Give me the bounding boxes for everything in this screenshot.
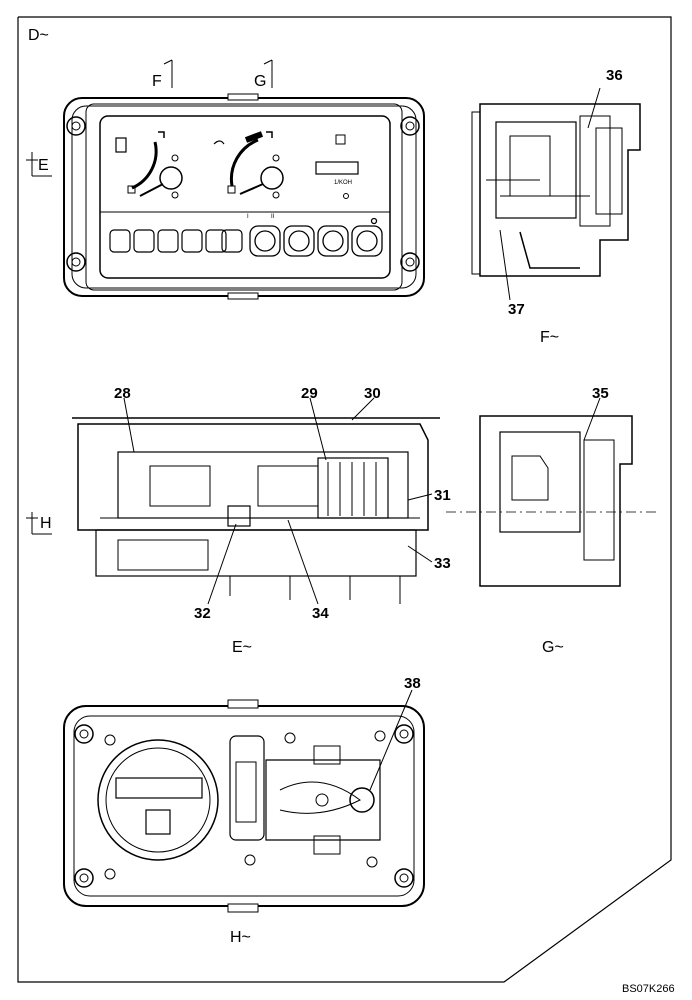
view-h-label: H~	[230, 929, 251, 946]
svg-text:1/KOH: 1/KOH	[334, 180, 352, 186]
round-connector	[97, 739, 219, 861]
view-g-label: G~	[542, 639, 564, 656]
svg-text:II: II	[271, 214, 275, 220]
callout-31: 31	[434, 487, 451, 504]
view-f: 36 37 F~	[471, 67, 641, 346]
callout-34: 34	[312, 605, 329, 622]
view-g: 35 G~	[446, 385, 660, 656]
svg-text:G: G	[254, 73, 266, 90]
svg-text:F: F	[152, 73, 162, 90]
temperature-gauge	[213, 131, 284, 199]
arrow-h: H	[26, 512, 52, 535]
svg-text:H: H	[40, 515, 52, 532]
sheet-border	[17, 16, 672, 983]
view-e: H 28 29 30 31 32 33 34 E~	[26, 385, 451, 656]
view-f-label: F~	[540, 329, 559, 346]
callout-30: 30	[364, 385, 381, 402]
callout-35: 35	[592, 385, 609, 402]
corner-screws	[66, 116, 420, 272]
circuit-board	[265, 745, 381, 855]
view-d-label: D~	[28, 27, 49, 44]
arrow-e: E	[26, 152, 52, 177]
callout-37: 37	[508, 301, 525, 318]
view-e-label: E~	[232, 639, 252, 656]
coolant-icon	[213, 140, 225, 145]
callout-36: 36	[606, 67, 623, 84]
arrow-g: G	[254, 59, 273, 90]
view-h: 38 H~	[63, 675, 425, 946]
callout-38: 38	[404, 675, 421, 692]
callout-29: 29	[301, 385, 318, 402]
rear-screws	[74, 724, 414, 888]
drawing-code: BS07K266	[622, 983, 675, 995]
round-switch-row	[249, 217, 383, 257]
callout-33: 33	[434, 555, 451, 572]
svg-text:E: E	[38, 157, 49, 174]
callout-32: 32	[194, 605, 211, 622]
svg-text:I: I	[247, 214, 249, 220]
fuel-icon	[115, 137, 127, 153]
callout-28: 28	[114, 385, 131, 402]
warning-lamp-row	[109, 229, 243, 253]
front-view: F G E	[26, 59, 425, 300]
arrow-f: F	[152, 59, 173, 90]
hour-meter: 1/KOH	[315, 134, 359, 199]
fuel-gauge	[115, 131, 183, 199]
